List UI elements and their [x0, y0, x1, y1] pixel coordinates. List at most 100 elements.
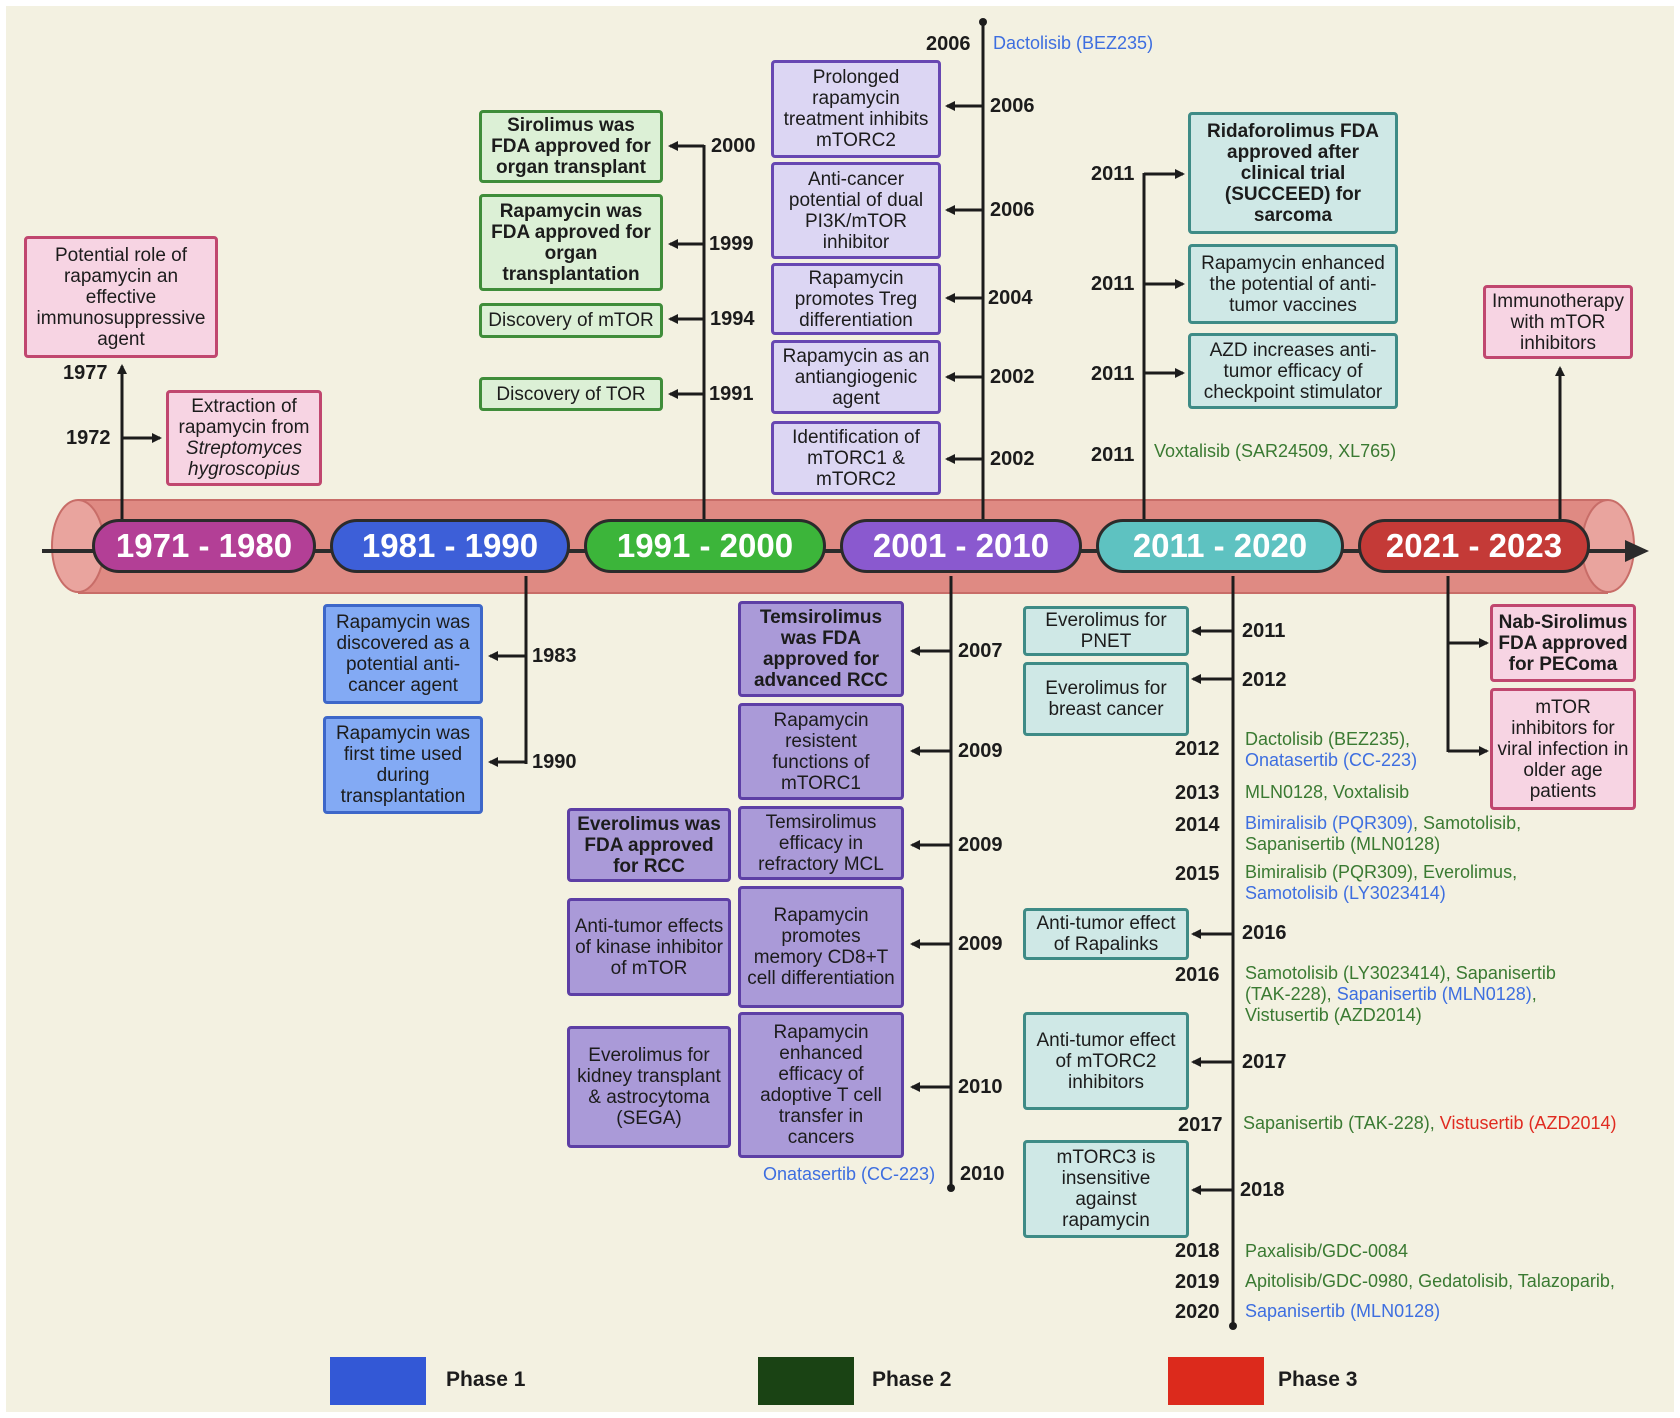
event-box-breast-cancer: Everolimus for breast cancer — [1023, 662, 1189, 736]
year-2011-pnet: 2011 — [1242, 620, 1286, 642]
year-2011-b: 2011 — [1091, 273, 1135, 295]
year-2012: 2012 — [1175, 738, 1220, 760]
event-box-2002-mtorc: Identification of mTORC1 & mTORC2 — [771, 421, 941, 495]
drug-text: Sapanisertib (MLN0128) — [1245, 834, 1441, 854]
event-box-viral-infection: mTOR inhibitors for viral infection in o… — [1490, 688, 1636, 810]
year-2009-c: 2009 — [958, 933, 1003, 955]
year-2004: 2004 — [988, 287, 1033, 309]
year-2010-b: 2010 — [960, 1163, 1005, 1185]
year-2016: 2016 — [1175, 964, 1220, 986]
year-1994: 1994 — [710, 308, 755, 330]
legend-label-phase-3: Phase 3 — [1278, 1368, 1358, 1391]
year-2011-a: 2011 — [1091, 163, 1135, 185]
year-2012-breast: 2012 — [1242, 669, 1287, 691]
event-box-2006-mtorc2: Prolonged rapamycin treatment inhibits m… — [771, 60, 941, 158]
event-box-rapalinks: Anti-tumor effect of Rapalinks — [1023, 908, 1189, 960]
event-box-2000: Sirolimus was FDA approved for organ tra… — [479, 110, 663, 183]
event-box-1999: Rapamycin was FDA approved for organ tra… — [479, 194, 663, 291]
event-box-1991: Discovery of TOR — [479, 377, 663, 411]
event-box-pnet: Everolimus for PNET — [1023, 606, 1189, 656]
year-2015: 2015 — [1175, 863, 1220, 885]
year-2007: 2007 — [958, 640, 1003, 662]
year-2006-b: 2006 — [990, 199, 1035, 221]
event-box-2004: Rapamycin promotes Treg differentiation — [771, 263, 941, 335]
year-1990: 1990 — [532, 751, 577, 773]
event-box-2006-pi3k: Anti-cancer potential of dual PI3K/mTOR … — [771, 162, 941, 259]
event-box-sega: Everolimus for kidney transplant & astro… — [567, 1026, 731, 1148]
event-box-mtorc2-inhibitors: Anti-tumor effect of mTORC2 inhibitors — [1023, 1012, 1189, 1110]
decade-1991-2000: 1991 - 2000 — [584, 519, 826, 573]
drug-text: , — [1531, 984, 1537, 1004]
year-2009-a: 2009 — [958, 740, 1003, 762]
drug-text: Vistusertib (AZD2014) — [1245, 1005, 1422, 1025]
year-2011-d: 2011 — [1091, 444, 1135, 466]
decade-2021-2023: 2021 - 2023 — [1358, 519, 1590, 573]
drugs-2012: Dactolisib (BEZ235), Onatasertib (CC-223… — [1245, 729, 1417, 771]
year-2006-top: 2006 — [926, 33, 971, 55]
drugs-2013: MLN0128, Voxtalisib — [1245, 782, 1410, 802]
drugs-2020: Sapanisertib (MLN0128) — [1245, 1301, 1441, 1321]
event-box-everolimus-rcc: Everolimus was FDA approved for RCC — [567, 808, 731, 882]
event-box-2007: Temsirolimus was FDA approved for advanc… — [738, 601, 904, 697]
drug-text: Sapanisertib (TAK-228), — [1243, 1113, 1440, 1133]
year-1991: 1991 — [709, 383, 754, 405]
event-box-vaccines: Rapamycin enhanced the potential of anti… — [1188, 244, 1398, 324]
drug-text: Onatasertib (CC-223) — [1245, 750, 1418, 770]
event-box-1990: Rapamycin was first time used during tra… — [323, 716, 483, 814]
legend-swatch-phase-1 — [330, 1357, 426, 1405]
drug-text: Vistusertib (AZD2014) — [1439, 1113, 1617, 1133]
drug-text: , Samotolisib, — [1413, 813, 1522, 833]
year-2000: 2000 — [711, 135, 756, 157]
event-box-azd-checkpoint: AZD increases anti-tumor efficacy of che… — [1188, 333, 1398, 409]
drug-dactolisib-2006: Dactolisib (BEZ235) — [993, 33, 1154, 53]
drugs-2014: Bimiralisib (PQR309), Samotolisib, Sapan… — [1245, 813, 1521, 855]
year-2018: 2018 — [1175, 1240, 1220, 1262]
year-1999: 1999 — [709, 233, 754, 255]
drugs-2018: Paxalisib/GDC-0084 — [1245, 1241, 1409, 1261]
legend-swatch-phase-2 — [758, 1357, 854, 1405]
drugs-2015: Bimiralisib (PQR309), Everolimus, Samoto… — [1245, 862, 1517, 904]
event-box-2009-cd8: Rapamycin promotes memory CD8+T cell dif… — [738, 886, 904, 1008]
year-2013: 2013 — [1175, 782, 1220, 804]
organism-name: Streptomyces hygroscopius — [185, 438, 303, 480]
year-2018-mtorc3: 2018 — [1240, 1179, 1285, 1201]
drug-text: Bimiralisib (PQR309) — [1245, 813, 1414, 833]
year-2002-b: 2002 — [990, 448, 1035, 470]
event-box-1983: Rapamycin was discovered as a potential … — [323, 604, 483, 704]
event-box-1972: Extraction of rapamycin from Streptomyce… — [166, 390, 322, 486]
event-box-immunotherapy: Immunotherapy with mTOR inhibitors — [1483, 285, 1633, 359]
year-2011-c: 2011 — [1091, 363, 1135, 385]
event-box-nab-sirolimus: Nab-Sirolimus FDA approved for PEComa — [1490, 604, 1636, 682]
event-box-2009-mcl: Temsirolimus efficacy in refractory MCL — [738, 806, 904, 880]
decade-1981-1990: 1981 - 1990 — [330, 519, 570, 573]
year-1977: 1977 — [63, 362, 108, 384]
legend-label-phase-2: Phase 2 — [872, 1368, 952, 1391]
year-2017: 2017 — [1178, 1114, 1223, 1136]
decade-1971-1980: 1971 - 1980 — [92, 519, 316, 573]
event-box-1977: Potential role of rapamycin an effective… — [24, 236, 218, 358]
drug-text: Samotolisib (LY3023414) — [1245, 883, 1446, 903]
year-2014: 2014 — [1175, 814, 1220, 836]
year-2020: 2020 — [1175, 1301, 1220, 1323]
event-box-1994: Discovery of mTOR — [479, 303, 663, 338]
event-box-2002-antiangiogenic: Rapamycin as an antiangiogenic agent — [771, 340, 941, 414]
decade-2011-2020: 2011 - 2020 — [1096, 519, 1344, 573]
drugs-2017: Sapanisertib (TAK-228), Vistusertib (AZD… — [1243, 1113, 1617, 1134]
event-box-kinase-inhibitor: Anti-tumor effects of kinase inhibitor o… — [567, 898, 731, 996]
event-box-ridaforolimus: Ridaforolimus FDA approved after clinica… — [1188, 112, 1398, 234]
year-2010-a: 2010 — [958, 1076, 1003, 1098]
legend-swatch-phase-3 — [1168, 1357, 1264, 1405]
event-box-2010-adoptive: Rapamycin enhanced efficacy of adoptive … — [738, 1012, 904, 1158]
year-2002-a: 2002 — [990, 366, 1035, 388]
event-box-2009-mtorc1: Rapamycin resistent functions of mTORC1 — [738, 703, 904, 800]
drug-text: Bimiralisib (PQR309), Everolimus, — [1245, 862, 1518, 882]
year-2016-rapalinks: 2016 — [1242, 922, 1287, 944]
year-2019: 2019 — [1175, 1271, 1220, 1293]
drug-voxtalisib-2011: Voxtalisib (SAR24509, XL765) — [1154, 441, 1397, 461]
drug-text: Sapanisertib (MLN0128) — [1336, 984, 1532, 1004]
drugs-2016: Samotolisib (LY3023414), Sapanisertib (T… — [1245, 963, 1556, 1026]
drugs-2019: Apitolisib/GDC-0980, Gedatolisib, Talazo… — [1245, 1271, 1615, 1291]
decade-2001-2010: 2001 - 2010 — [840, 519, 1082, 573]
drug-text: Dactolisib (BEZ235), — [1245, 729, 1411, 749]
drug-text: (TAK-228), — [1245, 984, 1337, 1004]
